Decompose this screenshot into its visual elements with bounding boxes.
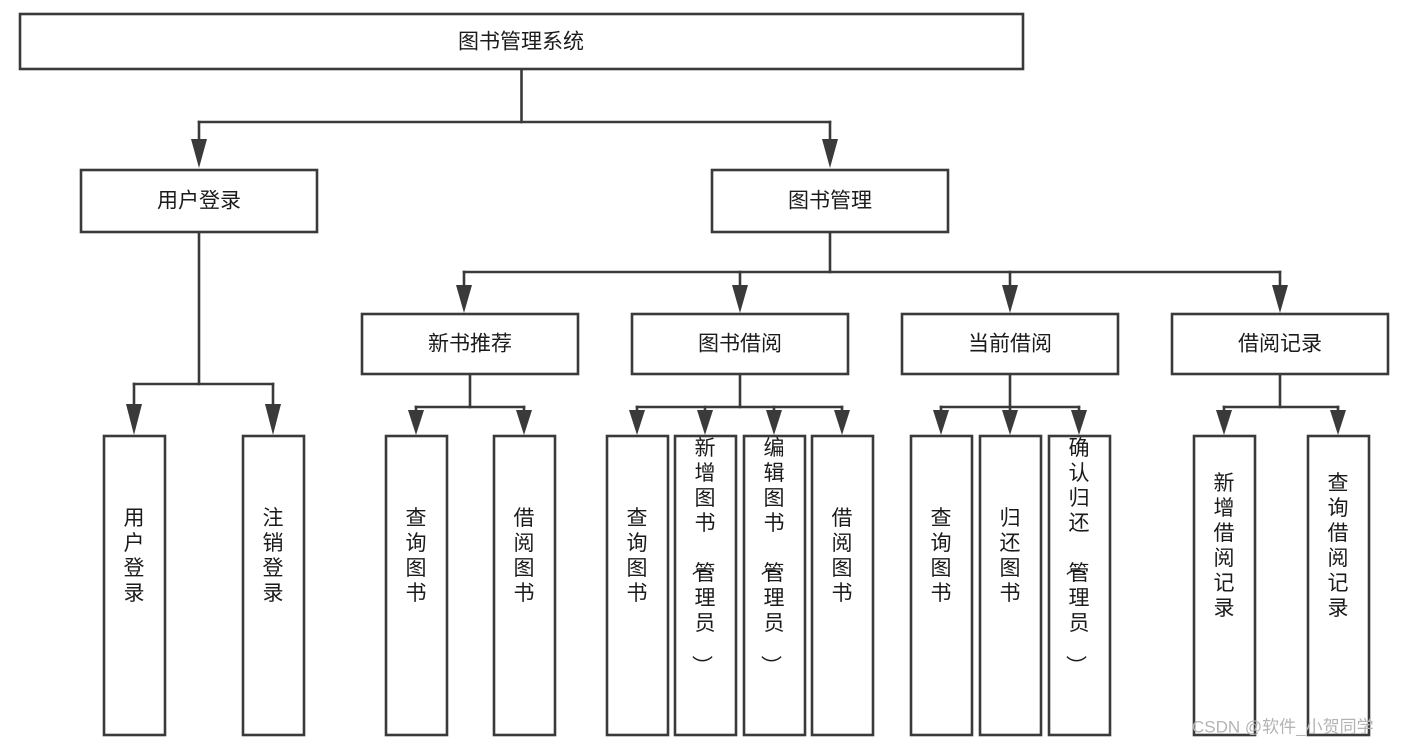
node-leaf-add-book[interactable]: 新增图书（管理员） [673, 434, 738, 737]
node-book-manage-label: 图书管理 [788, 190, 872, 213]
node-leaf-query-book-3-label: 查询图书 [931, 507, 952, 605]
node-leaf-borrow-book-2-box[interactable] [810, 434, 875, 737]
node-leaf-edit-book-label: 编辑图书（管理员） [759, 437, 785, 676]
node-book-borrow[interactable]: 图书借阅 [630, 312, 850, 376]
node-user-login[interactable]: 用户登录 [79, 168, 319, 234]
node-book-manage[interactable]: 图书管理 [710, 168, 950, 234]
arrow-to-book-manage [822, 139, 838, 168]
node-current-borrow-box[interactable] [900, 312, 1120, 376]
arrow-to-leaf-borrow-book-1 [516, 410, 532, 435]
node-leaf-user-login[interactable]: 用户登录 [102, 434, 167, 737]
node-leaf-query-book-1[interactable]: 查询图书 [384, 434, 449, 737]
arrow-to-leaf-query-book-3 [933, 410, 949, 435]
node-leaf-logout[interactable]: 注销登录 [241, 434, 306, 737]
arrow-to-borrow-record [1272, 285, 1288, 313]
node-user-login-box[interactable] [79, 168, 319, 234]
node-leaf-query-book-1-box[interactable] [384, 434, 449, 737]
node-leaf-add-book-label: 新增图书（管理员） [690, 437, 716, 676]
node-leaf-query-book-2-label: 查询图书 [627, 507, 648, 605]
node-leaf-logout-label: 注销登录 [263, 507, 284, 605]
node-leaf-user-login-label: 用户登录 [124, 507, 145, 605]
arrow-to-leaf-logout [265, 404, 281, 435]
connector-layer [126, 67, 1346, 435]
node-leaf-confirm-return-label: 确认归还（管理员） [1064, 437, 1090, 676]
node-leaf-query-record-label: 查询借阅记录 [1328, 472, 1349, 620]
node-leaf-borrow-book-1[interactable]: 借阅图书 [492, 434, 557, 737]
arrow-to-leaf-add-record [1216, 410, 1232, 435]
arrow-to-leaf-add-book [697, 410, 713, 435]
node-leaf-query-record[interactable]: 查询借阅记录 [1306, 434, 1371, 737]
node-book-manage-box[interactable] [710, 168, 950, 234]
node-leaf-confirm-return[interactable]: 确认归还（管理员） [1047, 434, 1112, 737]
node-borrow-record-box[interactable] [1170, 312, 1390, 376]
arrow-to-leaf-user-login [126, 404, 142, 435]
node-leaf-add-book-box[interactable] [673, 434, 738, 737]
node-leaf-query-book-3[interactable]: 查询图书 [909, 434, 974, 737]
node-leaf-confirm-return-box[interactable] [1047, 434, 1112, 737]
node-leaf-edit-book[interactable]: 编辑图书（管理员） [742, 434, 807, 737]
node-new-book-rec[interactable]: 新书推荐 [360, 312, 580, 376]
arrow-to-new-book-rec [456, 285, 472, 313]
node-leaf-query-book-3-box[interactable] [909, 434, 974, 737]
node-leaf-add-record-box[interactable] [1192, 434, 1257, 737]
node-leaf-query-book-2[interactable]: 查询图书 [605, 434, 670, 737]
arrow-to-user-login [191, 139, 207, 168]
node-book-borrow-label: 图书借阅 [698, 333, 782, 356]
node-root[interactable]: 图书管理系统 [18, 12, 1025, 71]
node-borrow-record-label: 借阅记录 [1238, 333, 1322, 356]
node-root-label: 图书管理系统 [458, 31, 584, 54]
node-leaf-borrow-book-1-label: 借阅图书 [514, 507, 535, 605]
node-leaf-add-record-label: 新增借阅记录 [1214, 472, 1235, 620]
node-borrow-record[interactable]: 借阅记录 [1170, 312, 1390, 376]
arrow-to-leaf-confirm-return [1071, 410, 1087, 435]
node-leaf-query-record-box[interactable] [1306, 434, 1371, 737]
arrow-to-current-borrow [1002, 285, 1018, 313]
arrow-to-leaf-return-book [1002, 410, 1018, 435]
node-leaf-borrow-book-1-box[interactable] [492, 434, 557, 737]
arrow-to-leaf-edit-book [766, 410, 782, 435]
node-leaf-user-login-box[interactable] [102, 434, 167, 737]
node-leaf-return-book-box[interactable] [978, 434, 1043, 737]
node-leaf-logout-box[interactable] [241, 434, 306, 737]
arrow-to-leaf-query-book-1 [408, 410, 424, 435]
arrow-to-leaf-borrow-book-2 [834, 410, 850, 435]
arrow-to-book-borrow [732, 285, 748, 313]
node-leaf-edit-book-box[interactable] [742, 434, 807, 737]
node-user-login-label: 用户登录 [157, 190, 241, 213]
node-new-book-rec-box[interactable] [360, 312, 580, 376]
arrow-to-leaf-query-record [1330, 410, 1346, 435]
node-root-box[interactable] [18, 12, 1025, 71]
node-new-book-rec-label: 新书推荐 [428, 333, 512, 356]
node-leaf-return-book[interactable]: 归还图书 [978, 434, 1043, 737]
node-leaf-borrow-book-2[interactable]: 借阅图书 [810, 434, 875, 737]
node-leaf-add-record[interactable]: 新增借阅记录 [1192, 434, 1257, 737]
node-current-borrow[interactable]: 当前借阅 [900, 312, 1120, 376]
node-leaf-borrow-book-2-label: 借阅图书 [832, 507, 853, 605]
csdn-watermark: CSDN @软件_小贺同学 [1192, 717, 1374, 736]
arrow-to-leaf-query-book-2 [629, 410, 645, 435]
node-current-borrow-label: 当前借阅 [968, 333, 1052, 356]
node-leaf-query-book-1-label: 查询图书 [406, 507, 427, 605]
node-book-borrow-box[interactable] [630, 312, 850, 376]
node-leaf-return-book-label: 归还图书 [1000, 507, 1021, 605]
node-leaf-query-book-2-box[interactable] [605, 434, 670, 737]
